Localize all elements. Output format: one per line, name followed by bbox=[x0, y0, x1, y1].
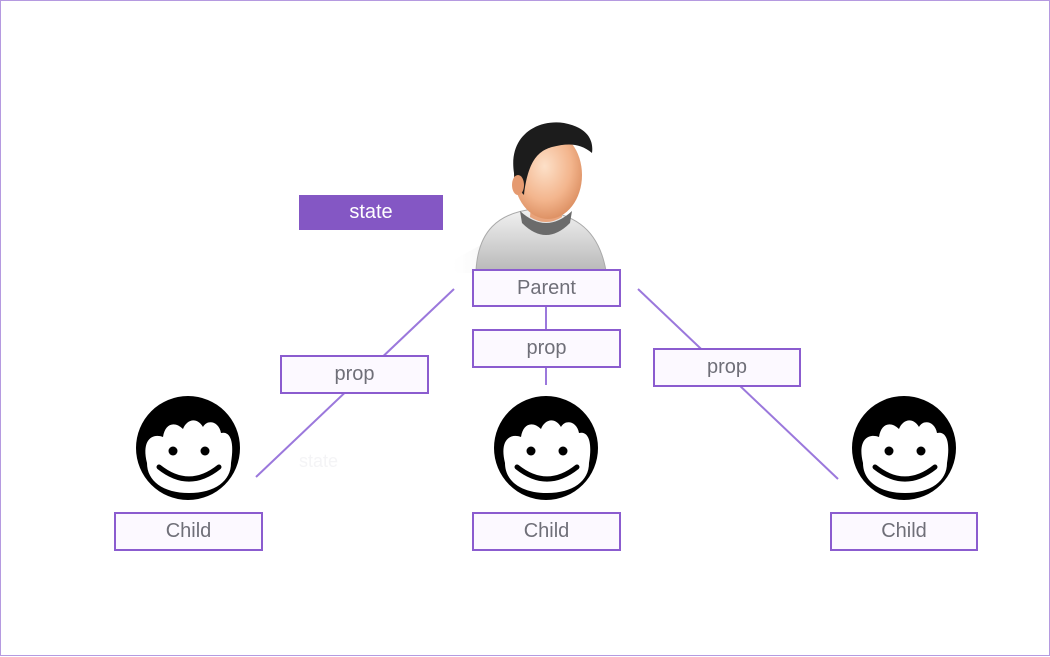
prop-label-middle: prop bbox=[472, 329, 621, 368]
prop-label-right: prop bbox=[653, 348, 801, 387]
state-label: state bbox=[299, 195, 443, 230]
faint-state-label: state bbox=[299, 451, 339, 471]
prop-label-left: prop bbox=[280, 355, 429, 394]
child-smiley-icon bbox=[494, 396, 598, 500]
parent-label: Parent bbox=[472, 269, 621, 307]
child-label-middle: Child bbox=[472, 512, 621, 551]
parent-person-icon bbox=[448, 122, 607, 273]
child-smiley-icon bbox=[136, 396, 240, 500]
child-label-left: Child bbox=[114, 512, 263, 551]
child-label-right: Child bbox=[830, 512, 978, 551]
child-smiley-icon bbox=[852, 396, 956, 500]
